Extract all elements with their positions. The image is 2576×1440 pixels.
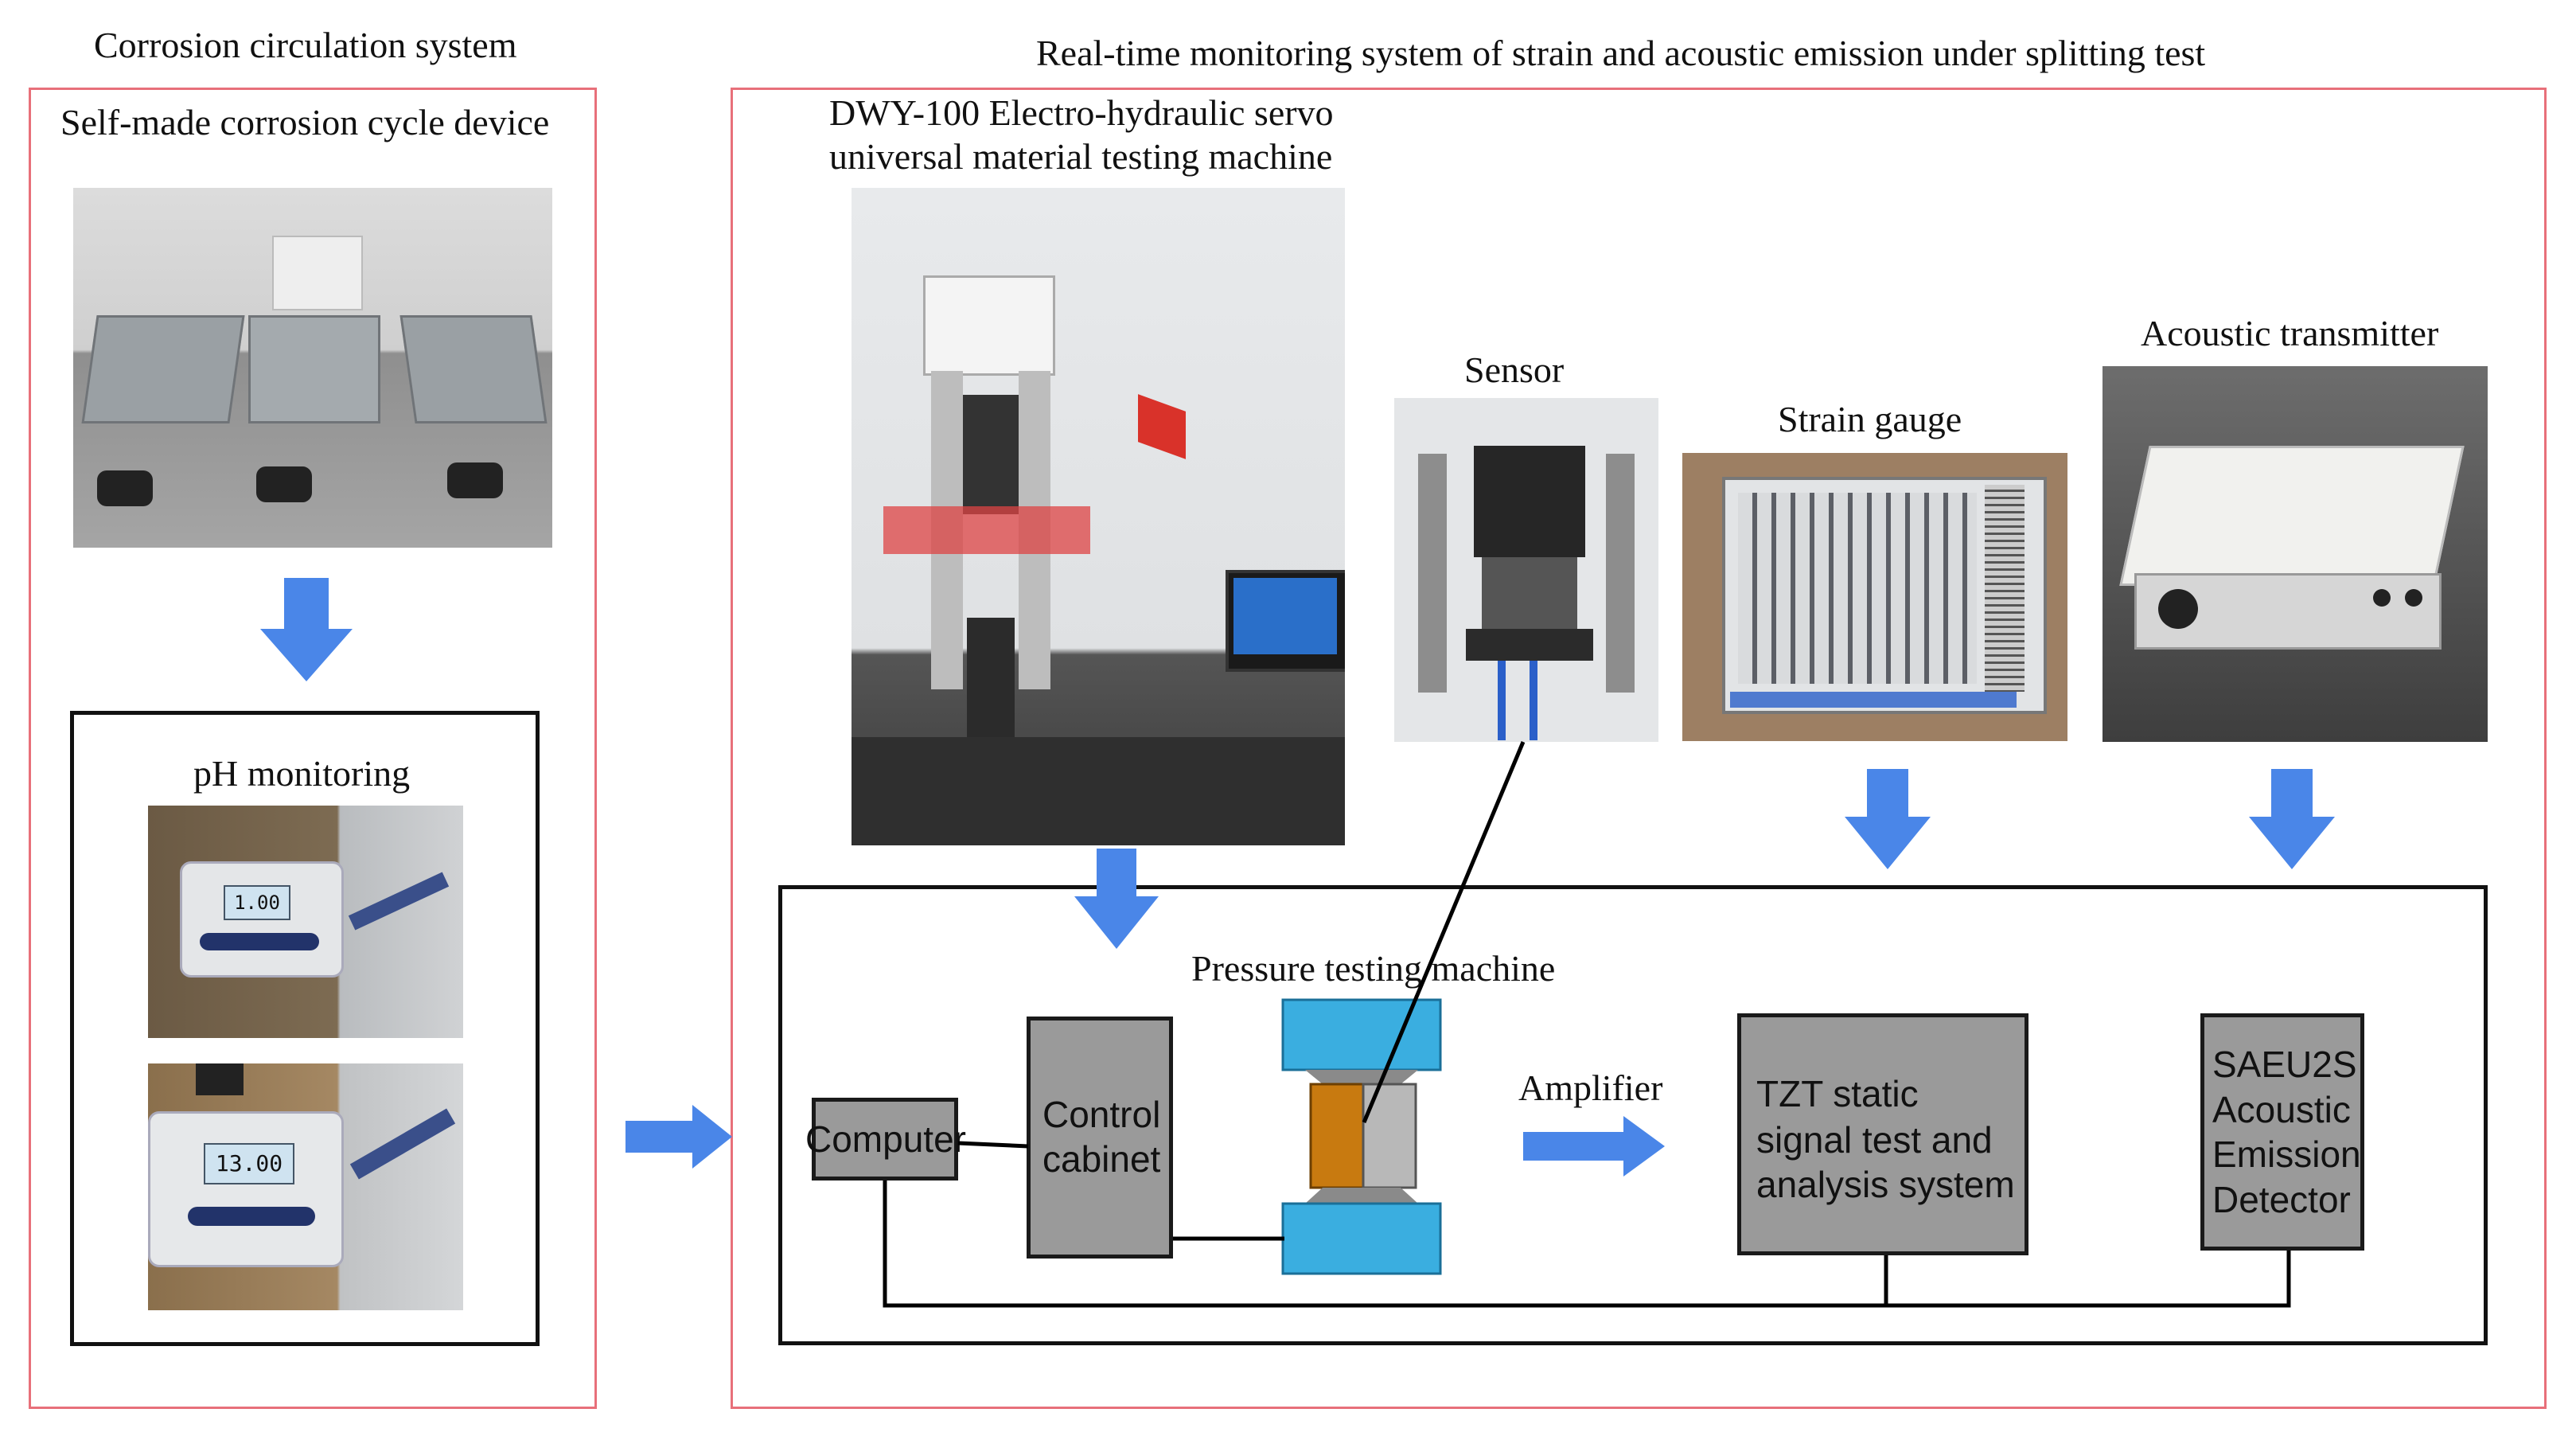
left-panel-title: Corrosion circulation system: [94, 25, 517, 65]
tzt-label-line2: signal test and: [1756, 1119, 1993, 1161]
ph-display-2: 13.00: [204, 1143, 294, 1184]
acoustic-transmitter-label: Acoustic transmitter: [2141, 313, 2439, 353]
computer-box: [812, 1098, 958, 1180]
corrosion-system-frame: [29, 88, 597, 1409]
testing-machine-label-line2: universal material testing machine: [829, 136, 1333, 177]
acoustic-transmitter-photo: [2102, 366, 2488, 742]
amplifier-label: Amplifier: [1518, 1067, 1663, 1108]
ph-monitoring-label: pH monitoring: [193, 753, 411, 794]
control-cabinet-label-line2: cabinet: [1042, 1138, 1161, 1180]
pressure-testing-machine-label: Pressure testing machine: [1191, 948, 1556, 989]
tzt-label-line3: analysis system: [1756, 1164, 2015, 1205]
saeu-label-line4: Detector: [2212, 1179, 2351, 1220]
monitoring-system-frame: [731, 88, 2547, 1409]
corrosion-device-photo: [73, 188, 552, 548]
right-arrow-icon: [625, 1105, 732, 1169]
ph-display-1: 1.00: [224, 885, 290, 920]
testing-machine-label-line1: DWY-100 Electro-hydraulic servo: [829, 92, 1334, 133]
control-cabinet-label-line1: Control: [1042, 1094, 1161, 1135]
ph-monitoring-box: [70, 711, 540, 1346]
saeu-label-line3: Emission: [2212, 1134, 2361, 1175]
saeu-label-line2: Acoustic: [2212, 1089, 2351, 1130]
ph-meter-photo-1: 1.00: [148, 806, 463, 1038]
right-panel-title: Real-time monitoring system of strain an…: [1036, 33, 2206, 73]
ph-meter-photo-2: 13.00: [148, 1063, 463, 1310]
sensor-photo: [1394, 398, 1658, 742]
saeu-label-line1: SAEU2S: [2212, 1044, 2357, 1085]
system-schematic-frame: [778, 885, 2488, 1345]
sensor-label: Sensor: [1464, 349, 1565, 390]
computer-label: Computer: [805, 1118, 966, 1160]
tzt-label-line1: TZT static: [1756, 1073, 1919, 1114]
strain-gauge-photo: [1682, 453, 2067, 741]
testing-machine-photo: [852, 188, 1345, 845]
strain-gauge-label: Strain gauge: [1778, 399, 1962, 439]
corrosion-device-label: Self-made corrosion cycle device: [60, 102, 550, 142]
